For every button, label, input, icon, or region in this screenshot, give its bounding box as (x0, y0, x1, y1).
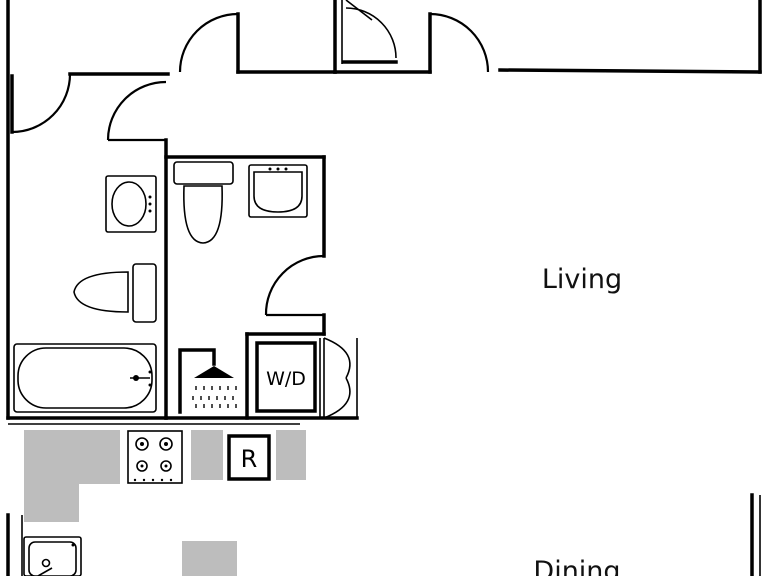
counter-mid (191, 430, 223, 480)
doors (11, 0, 490, 419)
refrigerator-label: R (241, 445, 258, 473)
toilet-bowl (73, 271, 129, 313)
room-label-living: Living (542, 264, 622, 295)
door-bath-1 (106, 80, 167, 141)
door-entry-left (11, 73, 72, 134)
toilet-tank (132, 263, 157, 323)
kitchen-sink-icon (23, 536, 82, 576)
door-hall (178, 12, 239, 73)
washer-dryer-label: W/D (266, 368, 306, 390)
counter-l (24, 430, 120, 522)
room-label-dining: Dining (533, 556, 620, 576)
toilet-tank-2 (173, 161, 234, 185)
bathroom-2: W/D (173, 161, 317, 414)
refrigerator-box (227, 434, 271, 481)
walls (6, 0, 762, 576)
counter-right (276, 430, 306, 480)
door-closet-right (429, 12, 490, 73)
counter-island (182, 541, 237, 576)
stove-icon (127, 430, 183, 484)
door-bath-2 (264, 254, 325, 316)
washer-dryer-box (255, 341, 317, 413)
shower-icon (178, 348, 237, 414)
kitchen: R (23, 430, 306, 576)
toilet-bowl-2 (183, 185, 223, 244)
bathroom-1 (13, 175, 157, 413)
